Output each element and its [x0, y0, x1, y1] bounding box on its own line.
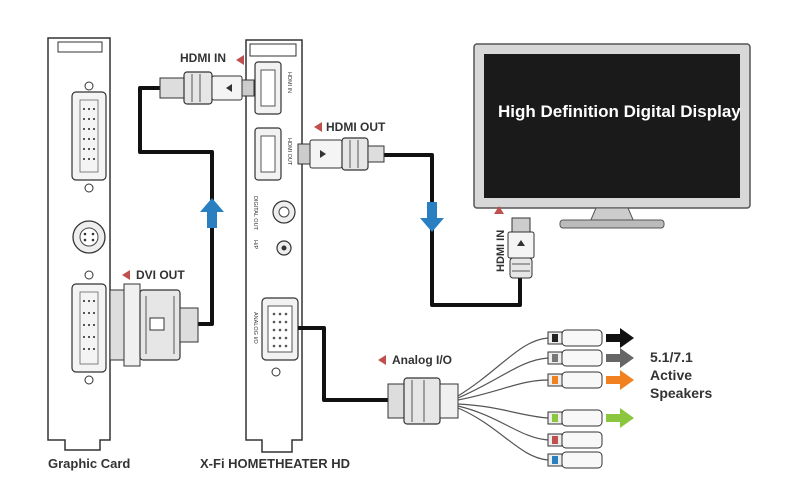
rca-jack [547, 371, 603, 389]
port-label-hp: H/P [252, 240, 258, 250]
graphic-card-bracket [47, 37, 111, 451]
analog-io-label: Analog I/O [378, 353, 452, 367]
hdmi-in-cable [138, 86, 214, 326]
hd-display: High Definition Digital Display [473, 43, 751, 229]
black-arrow-icon [606, 328, 634, 348]
hdmi-display-plug [507, 217, 535, 279]
speakers-line-2: Active [650, 367, 692, 383]
port-label-hdmi-in: HDMI IN [286, 72, 292, 93]
green-arrow-icon [606, 408, 634, 428]
speakers-label: 5.1/7.1 Active Speakers [650, 349, 712, 401]
hdmi-out-label: HDMI OUT [314, 120, 386, 134]
caption-graphic-card: Graphic Card [48, 456, 130, 471]
analog-cable [298, 326, 388, 402]
rca-jacks [547, 329, 603, 469]
hdmi-out-plug [297, 137, 385, 171]
rca-jack [547, 349, 603, 367]
gray-arrow-icon [606, 348, 634, 368]
triangle-marker-icon [494, 206, 504, 214]
dvi-port-bottom [71, 283, 107, 373]
triangle-marker-icon [378, 355, 386, 365]
orange-arrow-icon [606, 370, 634, 390]
output-arrows [606, 328, 634, 428]
dvi-out-label: DVI OUT [122, 268, 185, 282]
hdmi-in-plug [159, 71, 255, 105]
rca-jack [547, 451, 603, 469]
triangle-marker-icon [122, 270, 130, 280]
hdmi-in-side-label: HDMI IN [494, 206, 507, 272]
down-arrow-icon [420, 202, 444, 232]
svg-text:Analog I/O: Analog I/O [392, 353, 452, 367]
dvi-port-top [71, 91, 107, 181]
cables [138, 86, 522, 402]
svg-text:DVI OUT: DVI OUT [136, 268, 185, 282]
analog-breakout [387, 337, 549, 461]
svg-text:HDMI IN: HDMI IN [180, 51, 226, 65]
port-label-hdmi-out: HDMI OUT [286, 138, 292, 166]
svg-text:HDMI OUT: HDMI OUT [326, 120, 386, 134]
dvi-plug [109, 283, 199, 367]
triangle-marker-icon [236, 55, 244, 65]
speakers-line-1: 5.1/7.1 [650, 349, 693, 365]
up-arrow-icon [200, 198, 224, 228]
display-screen-text: High Definition Digital Display [498, 102, 741, 121]
port-label-analog-io: ANALOG I/O [252, 312, 258, 345]
xfi-bracket: HDMI IN HDMI OUT DIGITAL OUT H/P ANALOG … [245, 39, 303, 453]
speakers-line-3: Speakers [650, 385, 712, 401]
hdmi-out-cable [380, 153, 522, 307]
svg-text:HDMI IN: HDMI IN [495, 230, 507, 272]
caption-xfi: X-Fi HOMETHEATER HD [200, 456, 350, 471]
hdmi-in-top-label: HDMI IN [180, 51, 244, 65]
triangle-marker-icon [314, 122, 322, 132]
rca-jack [547, 329, 603, 347]
rca-jack [547, 431, 603, 449]
port-label-digital-out: DIGITAL OUT [252, 196, 258, 231]
rca-jack [547, 409, 603, 427]
